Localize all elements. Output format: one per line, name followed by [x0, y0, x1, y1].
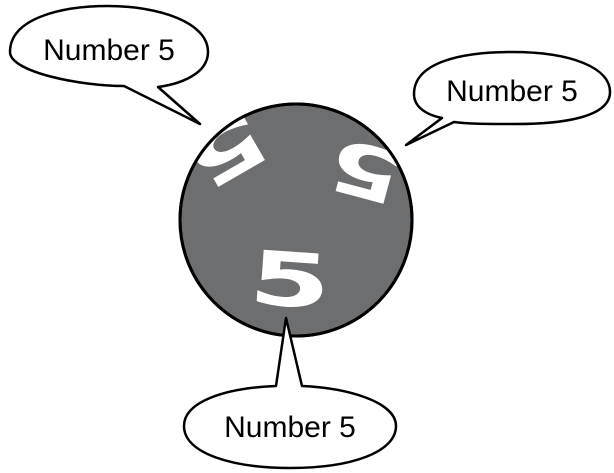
- callout-label: Number 5: [43, 34, 175, 67]
- callout-top-right: Number 5: [406, 52, 610, 145]
- callout-bottom: Number 5: [184, 318, 396, 468]
- callout-label: Number 5: [224, 411, 356, 444]
- speech-bubble: [184, 318, 396, 468]
- number-ball: 5 5 5: [171, 94, 412, 336]
- ball-digit-bottom: 5: [246, 235, 334, 327]
- callout-top-left: Number 5: [10, 6, 208, 124]
- callout-label: Number 5: [446, 75, 578, 108]
